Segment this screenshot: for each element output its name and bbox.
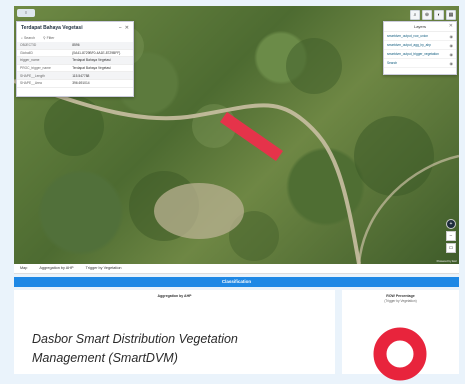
attr-key: SHAPE__Length bbox=[17, 71, 70, 80]
attr-value: 8596 bbox=[69, 42, 133, 50]
eye-icon[interactable]: ◉ bbox=[449, 51, 454, 57]
close-icon[interactable]: ✕ bbox=[124, 25, 129, 31]
attr-key: GlobalID bbox=[17, 49, 70, 58]
tab-trigger-by-vegetation[interactable]: Trigger by Vegetation bbox=[85, 266, 122, 270]
layers-panel: Layers ✕ smartdvm_output_row_union ◉ smart… bbox=[383, 21, 457, 75]
tab-map[interactable]: Map bbox=[20, 266, 28, 270]
zoom-controls: + − ▭ bbox=[446, 219, 456, 253]
fullscreen-icon[interactable]: ▭ bbox=[446, 243, 456, 253]
attr-value: 396.691014 bbox=[69, 79, 133, 88]
classification-header: Classification bbox=[14, 277, 459, 287]
attribute-panel-title: Terdapat Bahaya Vegetasi bbox=[21, 25, 83, 31]
zoom-out-button[interactable]: − bbox=[446, 231, 456, 241]
clearing-area bbox=[154, 183, 244, 239]
layer-label: smartdvm_output_row_union bbox=[387, 34, 429, 38]
eye-icon[interactable]: ◉ bbox=[449, 42, 454, 48]
layer-item[interactable]: smartdvm_output_agg_by_ahp ◉ bbox=[384, 41, 456, 50]
layer-label: smartdvm_output_agg_by_ahp bbox=[387, 43, 431, 47]
map-search-icon[interactable]: ⌕ bbox=[410, 10, 420, 20]
zoom-in-button[interactable]: + bbox=[446, 219, 456, 229]
attr-key: SHAPE__Area bbox=[17, 79, 70, 88]
minimize-icon[interactable]: − bbox=[118, 25, 122, 31]
filter-tool[interactable]: ⚲ Filter bbox=[43, 36, 55, 40]
map-add-icon[interactable]: ⊕ bbox=[422, 10, 432, 20]
search-tool[interactable]: ⌕ Search bbox=[21, 36, 36, 40]
close-icon[interactable]: ✕ bbox=[448, 23, 453, 29]
filter-tool-label: Filter bbox=[46, 36, 55, 40]
layer-item[interactable]: smartdvm_output_trigger_vegetation ◉ bbox=[384, 50, 456, 59]
search-tool-label: Search bbox=[23, 36, 36, 40]
map-toolbar: ⌕ ⊕ ◐ ▦ bbox=[410, 10, 456, 20]
row-percentage-subtitle: (Trigger by Vegetation) bbox=[384, 299, 417, 303]
attr-key: OBJECTID bbox=[17, 42, 70, 50]
eye-icon[interactable]: ◉ bbox=[449, 60, 454, 66]
row-percentage-card: ROW Percentage (Trigger by Vegetation) bbox=[342, 290, 459, 381]
table-row: GlobalID{0A41-8729BF0-4A1E-8729BFF} bbox=[17, 49, 133, 58]
aggregation-card-title: Aggregation by AHP bbox=[157, 294, 192, 298]
satellite-map[interactable]: ≡ ⌕ ⊕ ◐ ▦ Terdapat Bahaya Vegetasi −✕ ⌕ … bbox=[14, 6, 459, 264]
attr-value: Terdapat Bahaya Vegetasi bbox=[69, 56, 133, 65]
view-tabs: Map Aggregation by AHP Trigger by Vegeta… bbox=[14, 264, 459, 274]
layers-panel-title: Layers bbox=[413, 24, 426, 29]
attr-value: {0A41-8729BF0-4A1E-8729BFF} bbox=[69, 49, 133, 58]
map-attribution: Powered by Esri bbox=[436, 259, 457, 263]
attr-key: trigger_name bbox=[17, 56, 70, 65]
caption-line-1: Dasbor Smart Distribution Vegetation bbox=[32, 332, 238, 346]
row-percentage-donut[interactable] bbox=[370, 324, 430, 384]
road-line bbox=[14, 79, 361, 264]
tab-aggregation-by-ahp[interactable]: Aggregation by AHP bbox=[39, 266, 74, 270]
attr-value: Terdapat Bahaya Vegetasi bbox=[69, 64, 133, 73]
caption-line-2: Management (SmartDVM) bbox=[32, 351, 178, 365]
map-menu-button[interactable]: ≡ bbox=[17, 9, 35, 17]
eye-icon[interactable]: ◉ bbox=[449, 33, 454, 39]
map-layers-icon[interactable]: ▦ bbox=[446, 10, 456, 20]
layer-item[interactable]: smartdvm_output_row_union ◉ bbox=[384, 32, 456, 41]
row-percentage-title: ROW Percentage bbox=[386, 294, 415, 298]
dashboard-frame: ≡ ⌕ ⊕ ◐ ▦ Terdapat Bahaya Vegetasi −✕ ⌕ … bbox=[14, 6, 459, 381]
attr-value: 115.547788 bbox=[69, 71, 133, 80]
donut-ring bbox=[373, 327, 427, 381]
layer-label: Search bbox=[387, 61, 398, 65]
map-basemap-icon[interactable]: ◐ bbox=[434, 10, 444, 20]
attr-key: PROC_trigger_name bbox=[17, 64, 70, 73]
map-imagery bbox=[14, 26, 459, 264]
map-menu-icon: ≡ bbox=[24, 10, 28, 15]
attribute-panel: Terdapat Bahaya Vegetasi −✕ ⌕ Search ⚲ F… bbox=[16, 21, 134, 97]
layer-label: smartdvm_output_trigger_vegetation bbox=[387, 52, 439, 56]
layer-item[interactable]: Search ◉ bbox=[384, 59, 456, 68]
vegetation-hazard-polygon[interactable] bbox=[220, 112, 283, 161]
